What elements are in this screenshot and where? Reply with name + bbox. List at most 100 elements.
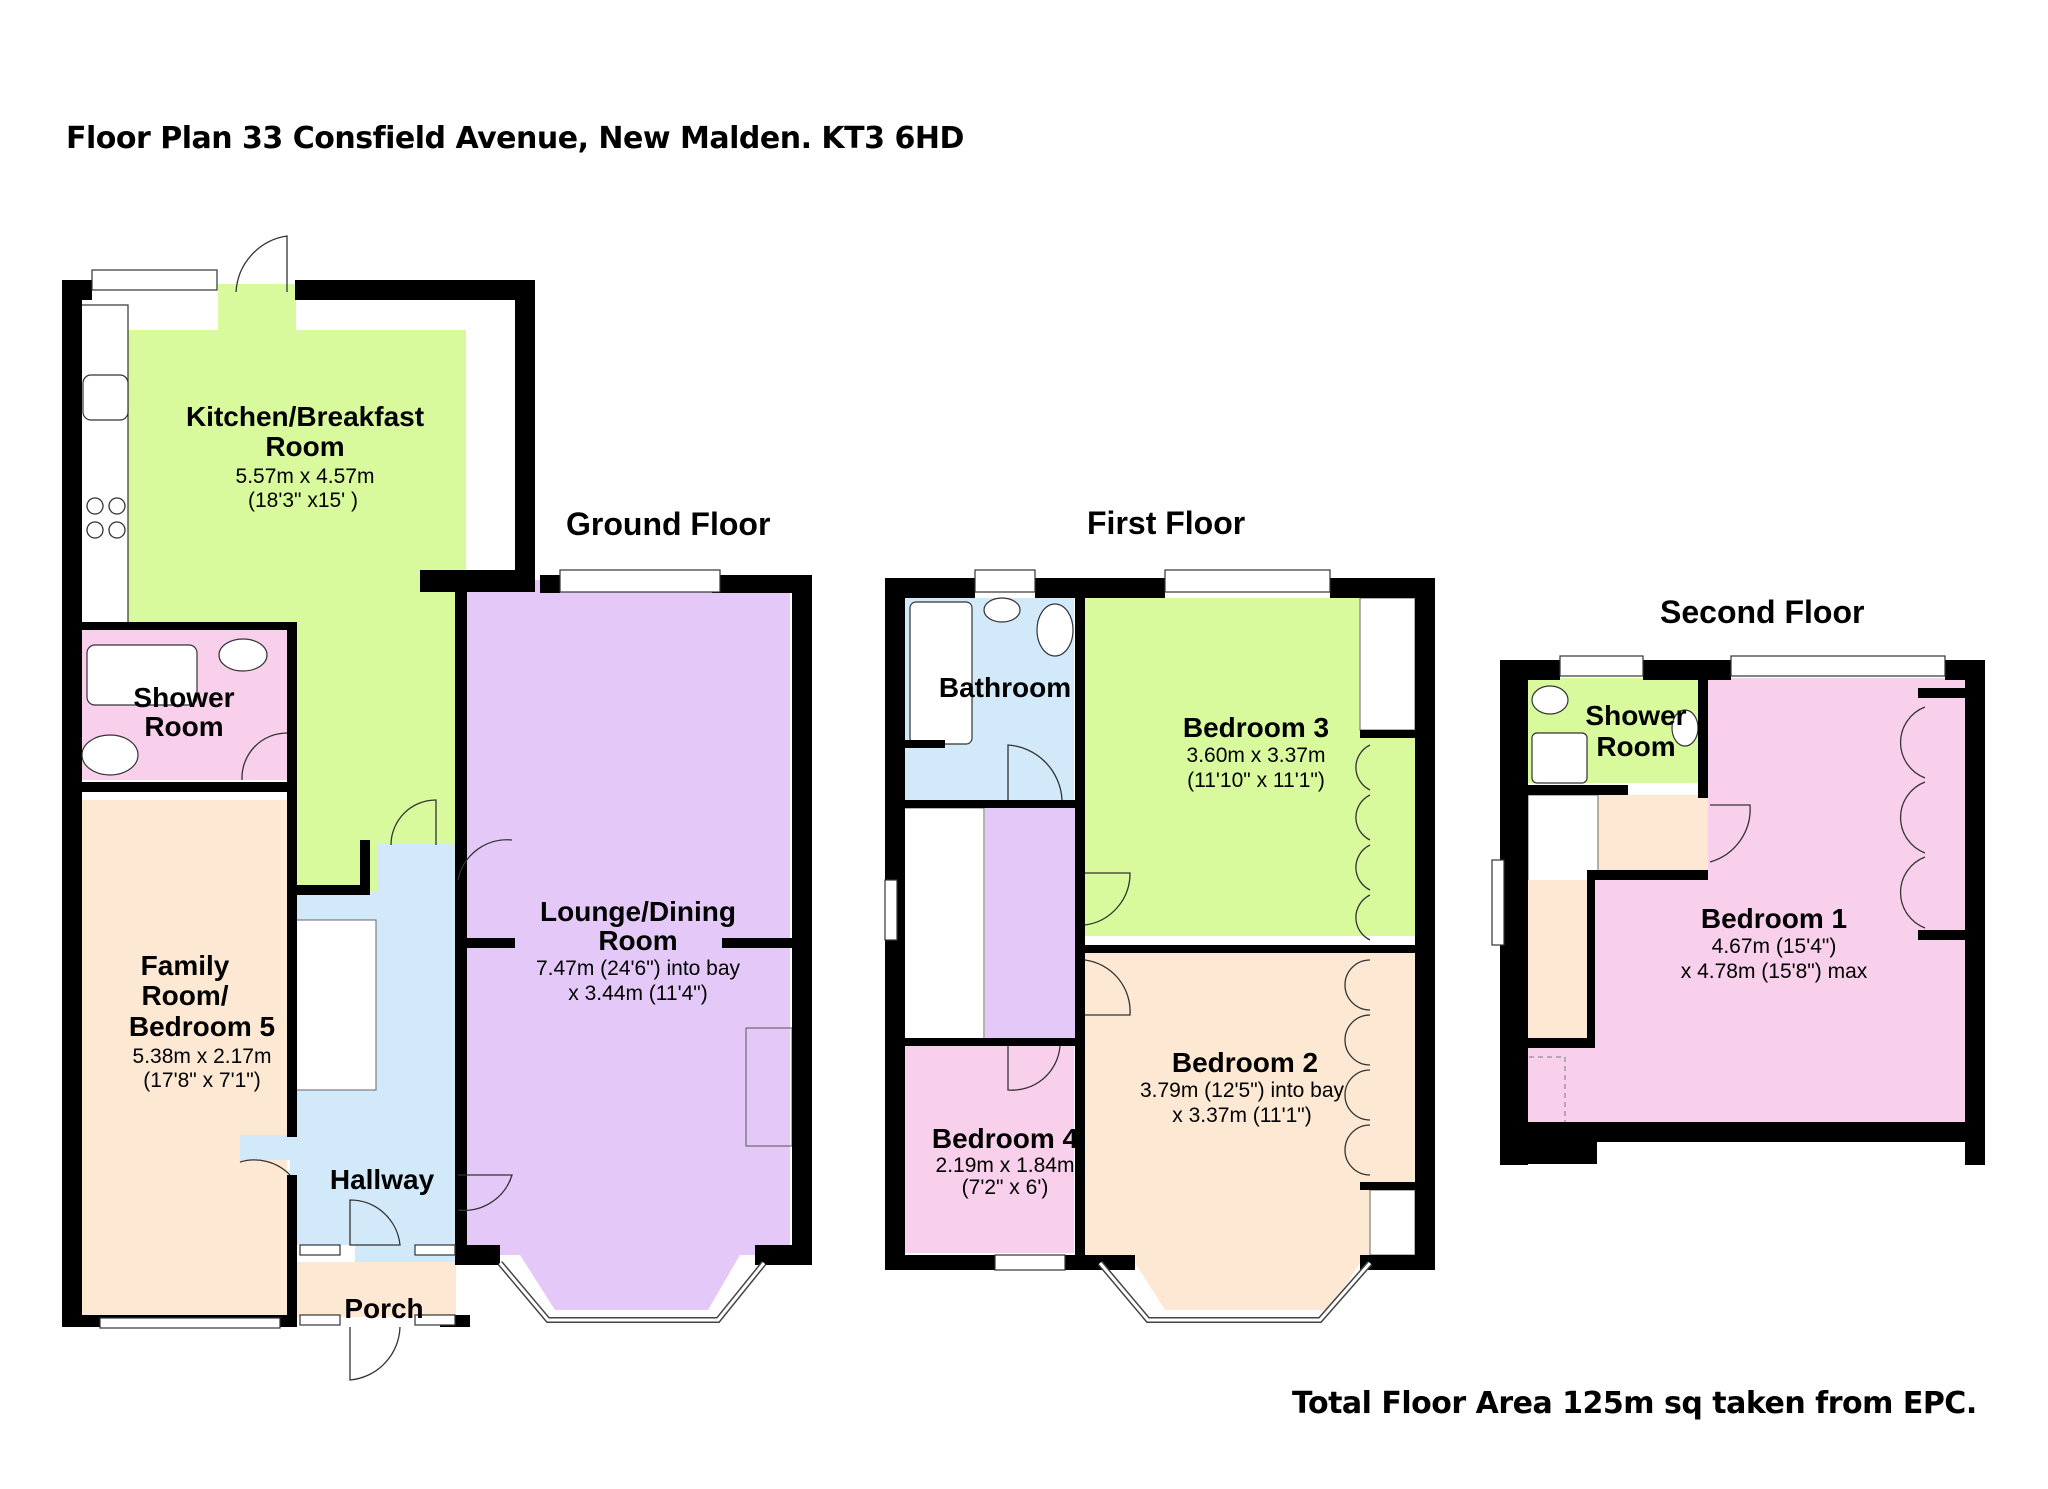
door-swing [1007, 744, 1063, 801]
wall [1500, 1122, 1985, 1142]
window [1559, 655, 1644, 677]
wall [905, 1038, 1075, 1046]
wall [455, 938, 515, 948]
second-floor-plan [1491, 655, 1985, 1165]
room-label-bedroom-3: Bedroom 3 3.60m x 3.37m (11'10" x 11'1") [1183, 712, 1329, 792]
wall [1035, 578, 1165, 598]
window [299, 1314, 341, 1326]
room-label-shower-room: Shower Room [133, 682, 234, 742]
door-swing [235, 235, 288, 293]
landing-fill [985, 808, 1075, 1040]
room-name: Bedroom 3 [1183, 712, 1329, 743]
wall [1415, 578, 1435, 1270]
wall [905, 740, 945, 748]
window [559, 569, 721, 593]
room-dimensions: 7.47m (24'6") into bay [536, 957, 741, 980]
wall [1360, 1182, 1415, 1190]
window [884, 879, 898, 941]
room-name: Room [144, 711, 223, 742]
door-swing [457, 1174, 513, 1212]
room-dimensions: 5.38m x 2.17m [133, 1045, 272, 1068]
stairs [295, 919, 377, 1091]
room-name: Room [1596, 731, 1675, 762]
bedroom-4-fill [904, 1045, 1074, 1253]
floor-label-ground: Ground Floor [566, 506, 770, 542]
room-name: Family [141, 950, 230, 981]
room-dimensions-imperial: (7'2" x 6') [962, 1176, 1049, 1199]
wall [295, 280, 535, 300]
window [99, 1317, 281, 1329]
room-name: Bedroom 5 [129, 1011, 275, 1042]
wall [287, 1175, 297, 1325]
toilet [1036, 603, 1074, 657]
wall [1500, 660, 1560, 680]
room-name: Bedroom 2 [1172, 1047, 1318, 1078]
room-dimensions: 4.67m (15'4") [1712, 935, 1837, 958]
room-label-bedroom-4: Bedroom 4 2.19m x 1.84m (7'2" x 6') [932, 1123, 1079, 1199]
wall [792, 575, 812, 1265]
window [1491, 859, 1505, 946]
wall [755, 1245, 812, 1265]
room-name: Bedroom 4 [932, 1123, 1079, 1154]
wall [287, 622, 297, 782]
wall [1075, 598, 1085, 1270]
wall [62, 280, 82, 1325]
page-title: Floor Plan 33 Consfield Avenue, New Mald… [66, 121, 964, 156]
wall [1500, 660, 1528, 1165]
kitchen-worktop [80, 304, 129, 626]
bedroom-2-cupboard [1369, 1189, 1416, 1256]
shower-tray [1531, 732, 1588, 784]
wall [1528, 1038, 1595, 1048]
wall [1595, 870, 1708, 880]
wall [455, 1245, 500, 1265]
wall [1698, 678, 1708, 798]
door-swing [349, 1199, 401, 1246]
wall [1065, 1255, 1135, 1270]
room-label-hallway: Hallway [330, 1164, 435, 1195]
room-label-shower-room-2: Shower Room [1585, 700, 1686, 762]
wall [1528, 785, 1628, 795]
door-swing [1007, 1045, 1061, 1091]
wall [1360, 1255, 1435, 1270]
room-label-lounge: Lounge/Dining Room 7.47m (24'6") into ba… [536, 896, 741, 1005]
wall [62, 280, 92, 300]
basin [218, 638, 268, 672]
wall [1500, 1140, 1597, 1164]
sink [82, 374, 129, 421]
bedroom-1-fill [1528, 678, 1965, 1135]
room-label-porch: Porch [344, 1293, 423, 1324]
room-dimensions-imperial: (17'8" x 7'1") [143, 1069, 260, 1092]
wall [905, 800, 1075, 808]
wall [360, 840, 370, 890]
wall [420, 570, 535, 592]
room-label-bedroom-2: Bedroom 2 3.79m (12'5") into bay x 3.37m… [1140, 1047, 1345, 1127]
window [1730, 655, 1946, 677]
window [974, 569, 1036, 593]
family-room-fill [81, 800, 287, 1320]
wall [722, 938, 792, 948]
lounge-fill [465, 580, 790, 1310]
window [414, 1244, 456, 1256]
door-swing [241, 732, 288, 781]
total-floor-area: Total Floor Area 125m sq taken from EPC. [1292, 1386, 1977, 1421]
door-swing [1084, 959, 1131, 1016]
window [414, 1314, 456, 1326]
room-name: Bedroom 1 [1701, 903, 1847, 934]
wall [1643, 660, 1731, 680]
bedroom-2-fill [1085, 952, 1415, 1310]
room-dimensions-imperial: (18'3" x15' ) [248, 489, 358, 512]
room-dimensions-imperial: (11'10" x 11'1") [1187, 769, 1325, 792]
bay-window [1098, 1262, 1372, 1322]
porch-fill [296, 1262, 456, 1317]
door-swing [457, 839, 513, 881]
room-name: Lounge/Dining [540, 896, 736, 927]
stair-landing [1528, 880, 1593, 1045]
door-swing [239, 1159, 291, 1176]
front-door [349, 1326, 401, 1381]
wall [1587, 870, 1595, 1045]
wall [1330, 578, 1430, 598]
shower-tray [86, 644, 198, 706]
wall [1965, 660, 1985, 1165]
door-swing [390, 799, 437, 846]
